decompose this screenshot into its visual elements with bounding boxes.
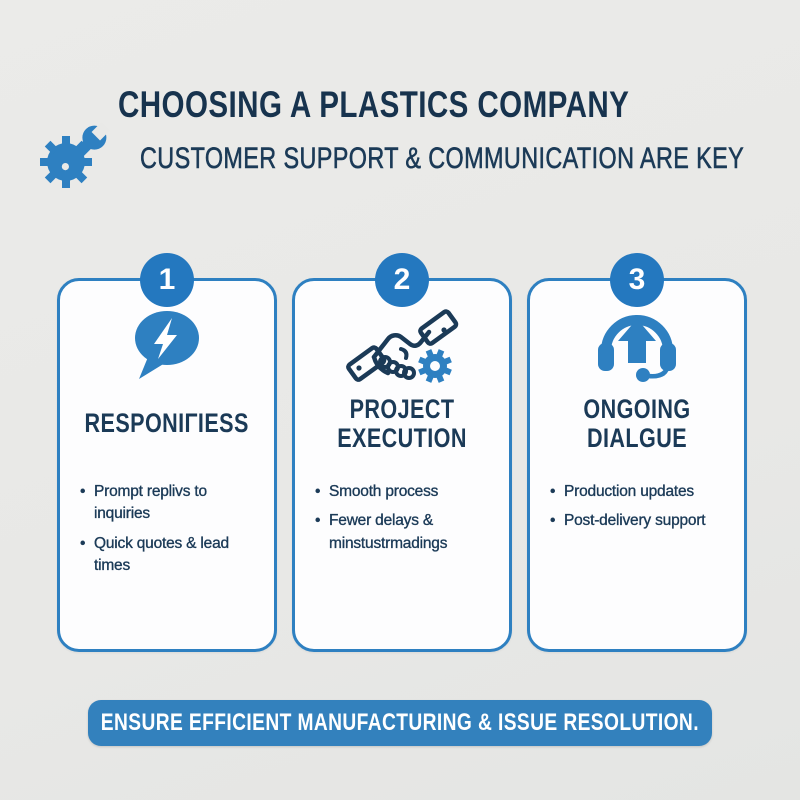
card-bullet-list: Prompt replivs to inquiries Quick quotes… [60,481,274,578]
bullet-item: Quick quotes & lead times [80,533,266,578]
card-bullet-list: Smooth process Fewer delays & minstustrm… [295,481,509,555]
card-project-execution: 2 [292,253,512,652]
card-bullet-list: Production updates Post-delivery support [530,481,744,533]
cards-row: 1 RESPONIΓIESS Prompt replivs to inquiri… [57,253,747,652]
card-number-badge: 2 [375,253,429,307]
page-title: CHOOSING A PLASTICS COMPANY [118,84,630,125]
card-title: RESPONIΓIESS [84,408,250,439]
footer-banner-label: ENSURE EFFICIENT MANUFACTURING & ISSUE R… [100,709,700,736]
card-ongoing-dialogue: 3 ONGOING DIALGUE Production updates Pos… [527,253,747,652]
card-number-badge: 1 [140,253,194,307]
chat-lightning-icon [60,305,274,385]
headset-arrow-icon [530,305,744,385]
card-number-badge: 3 [610,253,664,307]
bullet-item: Production updates [550,481,736,504]
card-title: ONGOING DIALGUE [583,393,691,453]
header: CHOOSING A PLASTICS COMPANY CUSTOMER SUP… [118,84,800,176]
bullet-item: Smooth process [315,481,501,504]
bullet-item: Post-delivery support [550,510,736,533]
page-subtitle: CUSTOMER SUPPORT & COMMUNICATION ARE KEY [140,142,745,176]
gear-wrench-icon [36,112,112,196]
card-responsiveness: 1 RESPONIΓIESS Prompt replivs to inquiri… [57,253,277,652]
handshake-gear-icon [295,305,509,385]
footer-banner: ENSURE EFFICIENT MANUFACTURING & ISSUE R… [88,700,712,746]
bullet-item: Fewer delays & minstustrmadings [315,510,501,555]
bullet-item: Prompt replivs to inquiries [80,481,266,526]
card-title: PROJECT EXECUTION [337,393,467,453]
